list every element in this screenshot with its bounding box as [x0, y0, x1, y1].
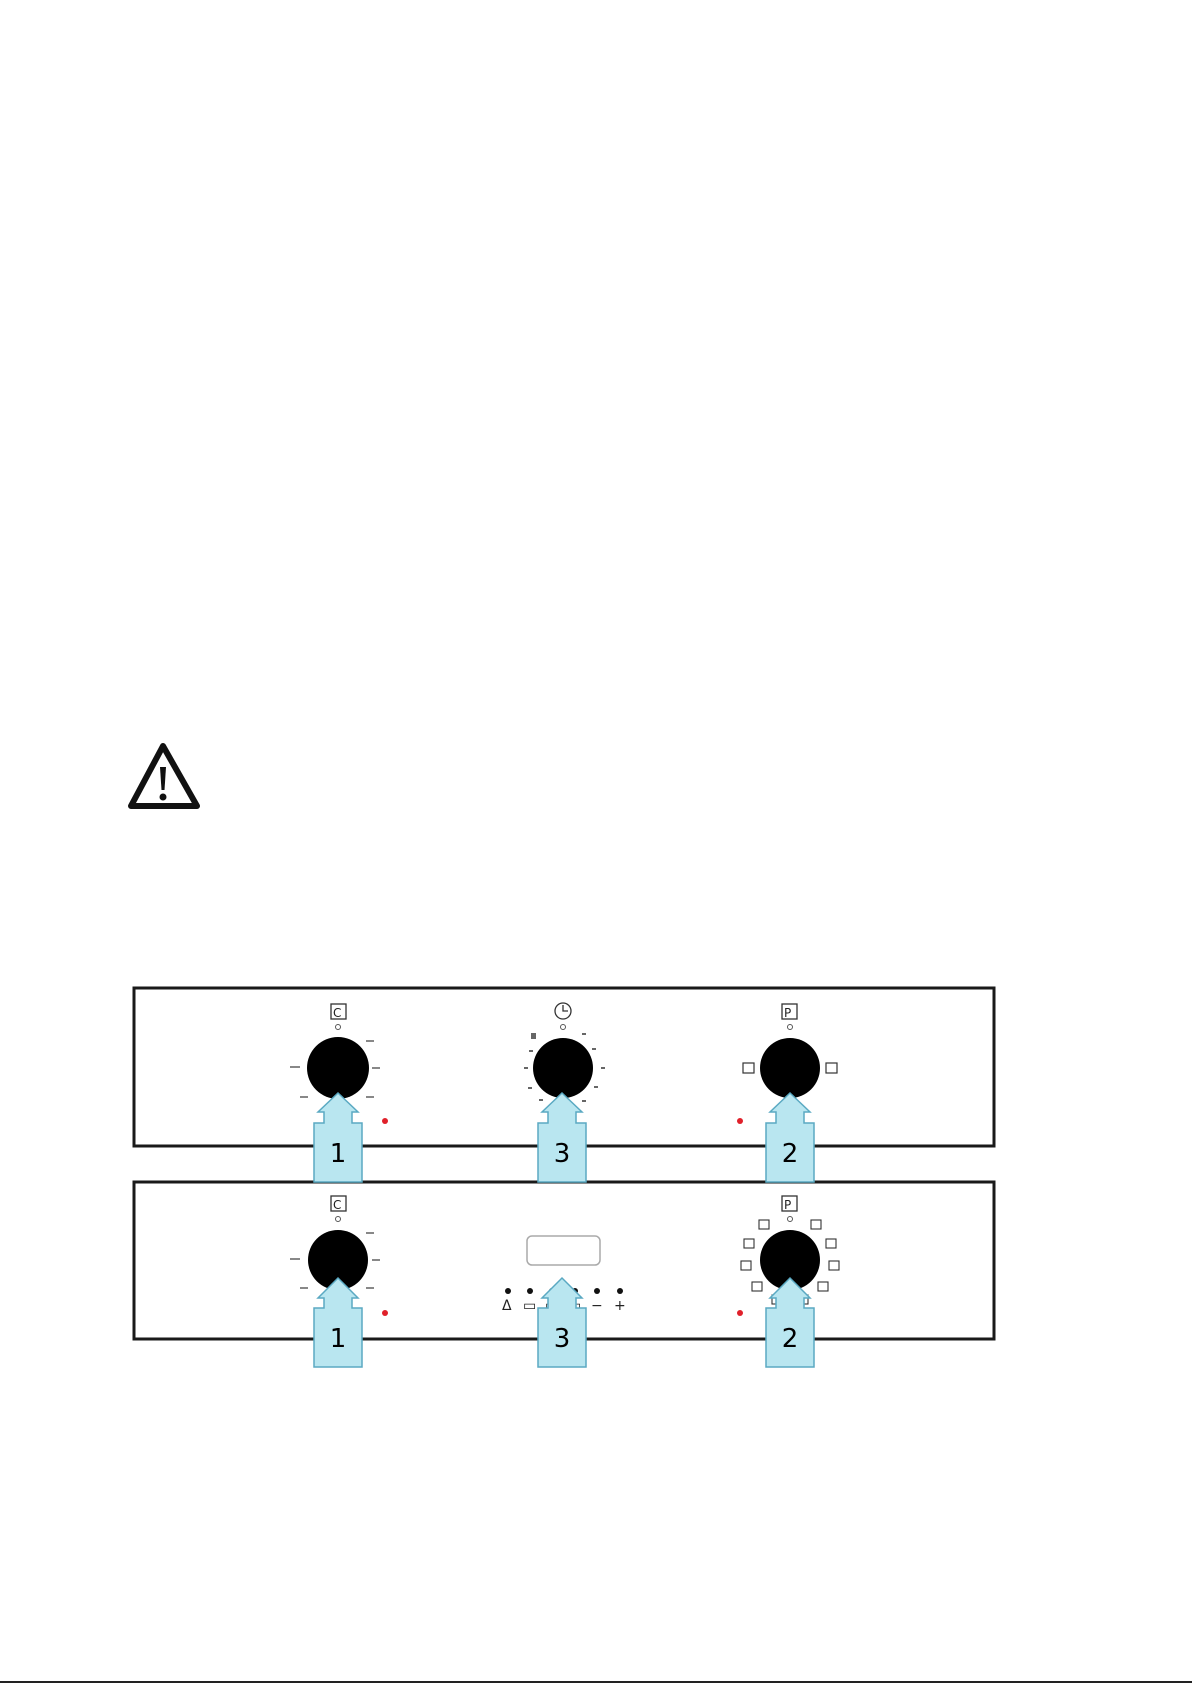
thermometer-label: C: [333, 1198, 341, 1212]
callout-number: 2: [782, 1139, 799, 1169]
knob-body: [760, 1038, 820, 1098]
function-label: P: [784, 1006, 791, 1020]
programmer-button-bell[interactable]: Δ: [502, 1298, 512, 1314]
knob-tick: [372, 1259, 380, 1261]
knob-tick: [366, 1287, 374, 1289]
callout-number: 3: [554, 1139, 571, 1169]
knob-tick: [366, 1040, 374, 1042]
knob-tick: [300, 1096, 308, 1098]
callout-number: 1: [330, 1139, 347, 1169]
knob-body: [533, 1038, 593, 1098]
callout-number: 3: [554, 1324, 571, 1354]
callout-number: 1: [330, 1324, 347, 1354]
programmer-button-plus[interactable]: +: [614, 1298, 626, 1314]
indicator-light: [382, 1118, 388, 1124]
callout-number: 2: [782, 1324, 799, 1354]
programmer-display: [527, 1236, 600, 1265]
knob-tick: [290, 1066, 300, 1068]
knob-tick: [290, 1258, 300, 1260]
indicator-light: [737, 1118, 743, 1124]
knob-tick: [366, 1096, 374, 1098]
knob-tick: [300, 1287, 308, 1289]
indicator-light: [737, 1310, 743, 1316]
knob-body: [307, 1037, 369, 1099]
knob-tick: [372, 1067, 380, 1069]
thermometer-label: C: [333, 1006, 341, 1020]
programmer-button-cook-duration[interactable]: ▭: [523, 1298, 536, 1314]
knob-tick: [366, 1232, 374, 1234]
programmer-button-minus[interactable]: −: [591, 1298, 603, 1314]
indicator-light: [382, 1310, 388, 1316]
function-label: P: [784, 1198, 791, 1212]
warning-triangle-icon: [131, 746, 197, 806]
